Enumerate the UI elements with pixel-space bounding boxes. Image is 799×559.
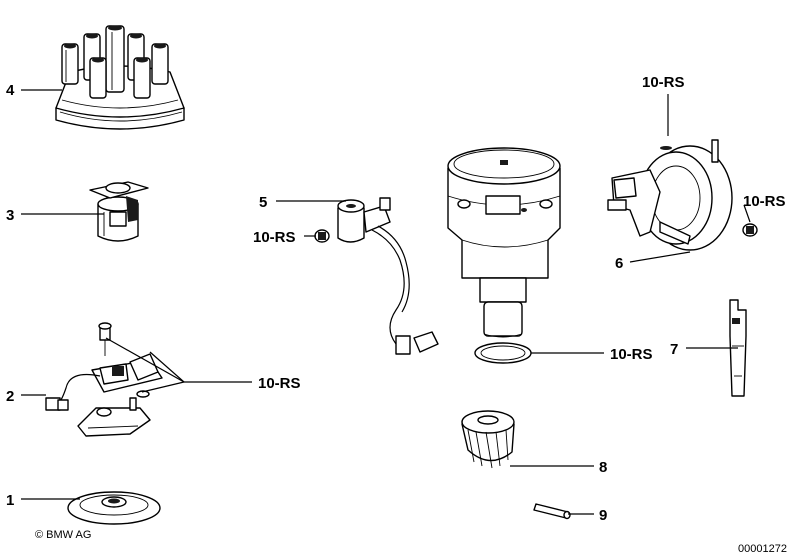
diagram-id: 00001272 (738, 543, 787, 555)
distributor-rotor[interactable] (89, 181, 149, 242)
roll-pin[interactable] (533, 503, 571, 520)
callout-8: 8 (599, 459, 607, 476)
callout-10-rs-vacuum-side: 10-RS (743, 193, 786, 210)
callout-10-rs-sensor: 10-RS (253, 229, 296, 246)
copyright-notice: © BMW AG (35, 529, 91, 541)
breaker-plate-assembly[interactable] (45, 322, 163, 437)
drive-gear[interactable] (461, 410, 515, 469)
callout-5: 5 (259, 194, 267, 211)
distributor-cap[interactable] (55, 25, 185, 130)
callout-1: 1 (6, 492, 14, 509)
callout-3: 3 (6, 207, 14, 224)
callout-4: 4 (6, 82, 15, 99)
leader-lines (21, 89, 751, 515)
vacuum-advance-unit[interactable] (607, 139, 758, 251)
cover-disc[interactable] (67, 491, 161, 525)
callout-10-rs-vacuum-top: 10-RS (642, 74, 685, 91)
callout-2: 2 (6, 388, 14, 405)
callout-6: 6 (615, 255, 623, 272)
callout-10-rs-oring: 10-RS (610, 346, 653, 363)
pickup-sensor[interactable] (314, 197, 439, 355)
callout-10-rs-breaker: 10-RS (258, 375, 301, 392)
callout-7: 7 (670, 341, 678, 358)
callout-9: 9 (599, 507, 607, 524)
o-ring[interactable] (474, 342, 532, 364)
distributor-housing[interactable] (447, 147, 561, 338)
callout-labels: 4 3 2 1 5 10-RS 10-RS 10-RS 10-RS 10-RS … (6, 74, 786, 524)
